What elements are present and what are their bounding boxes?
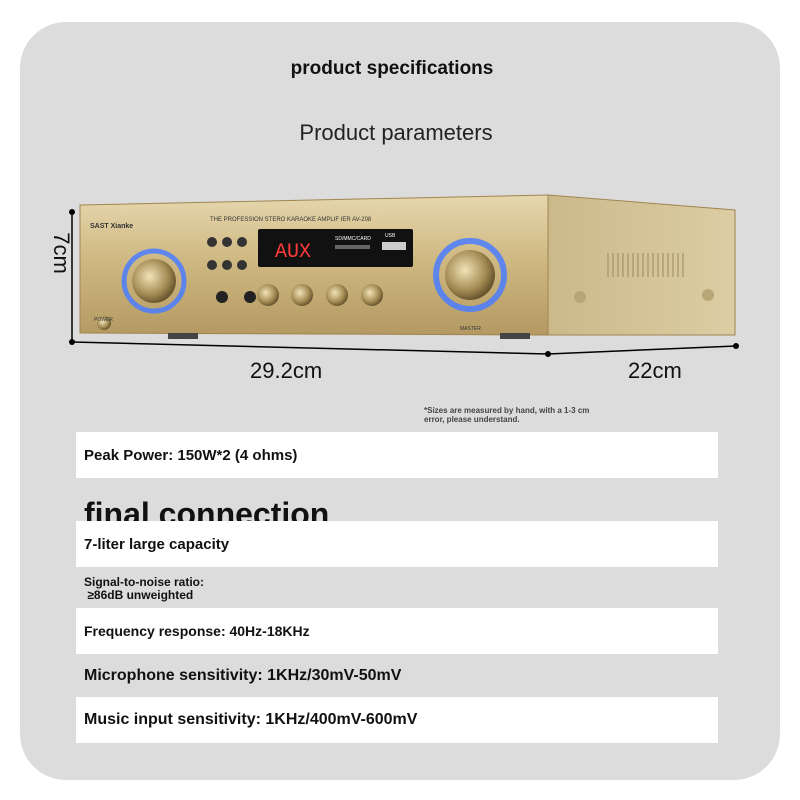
button-3[interactable] (237, 237, 247, 247)
button-1[interactable] (207, 237, 217, 247)
master-label: MASTER (460, 326, 481, 332)
measurement-note: *Sizes are measured by hand, with a 1-3 … (424, 406, 590, 424)
eq-button[interactable] (237, 260, 247, 270)
knob-treble[interactable] (361, 284, 383, 306)
card-slot-label: SD/MMC/CARD (335, 236, 371, 242)
page-subtitle: Product parameters (299, 120, 493, 145)
width-dimension: 29.2cm (250, 358, 323, 383)
card-slot[interactable] (335, 245, 370, 249)
spec-mic-sensitivity: Microphone sensitivity: 1KHz/30mV-50mV (84, 667, 402, 684)
spec-music-sensitivity: Music input sensitivity: 1KHz/400mV-600m… (76, 697, 718, 743)
spec-frequency: Frequency response: 40Hz-18KHz (76, 608, 718, 654)
model-label: THE PROFESSION STERO KARAOKE AMPLIF IER … (210, 217, 372, 223)
power-volume-knob[interactable] (132, 259, 176, 303)
spec-snr-value: ≥86dB unweighted (84, 588, 194, 602)
spec-capacity: 7-liter large capacity (76, 521, 718, 567)
dimension-lines (69, 209, 739, 357)
mode-button[interactable] (207, 260, 217, 270)
spec-snr: Signal-to-noise ratio: ≥86dB unweighted (84, 576, 204, 602)
display-readout: AUX (275, 241, 311, 264)
final-connection-heading: final connection (84, 496, 330, 521)
repeat-button[interactable] (222, 260, 232, 270)
usb-port[interactable] (382, 242, 406, 250)
master-knob[interactable] (445, 250, 495, 300)
page-title: product specifications (290, 58, 494, 79)
spec-peak-power: Peak Power: 150W*2 (4 ohms) (76, 432, 718, 478)
power-button[interactable] (97, 316, 111, 330)
power-label: POWER (94, 317, 113, 323)
spec-snr-label: Signal-to-noise ratio: (84, 575, 204, 589)
button-2[interactable] (222, 237, 232, 247)
knob-echo[interactable] (291, 284, 313, 306)
mic2-jack[interactable] (244, 291, 256, 303)
brand-label: SAST Xianke (90, 223, 133, 230)
mic1-jack[interactable] (216, 291, 228, 303)
knob-tone[interactable] (257, 284, 279, 306)
height-dimension: 7cm (48, 232, 74, 274)
knob-bass[interactable] (326, 284, 348, 306)
depth-dimension: 22cm (628, 358, 682, 383)
amplifier-image: SAST Xianke THE PROFESSION STERO KARAOKE… (79, 194, 736, 339)
usb-label: USB (385, 233, 396, 239)
